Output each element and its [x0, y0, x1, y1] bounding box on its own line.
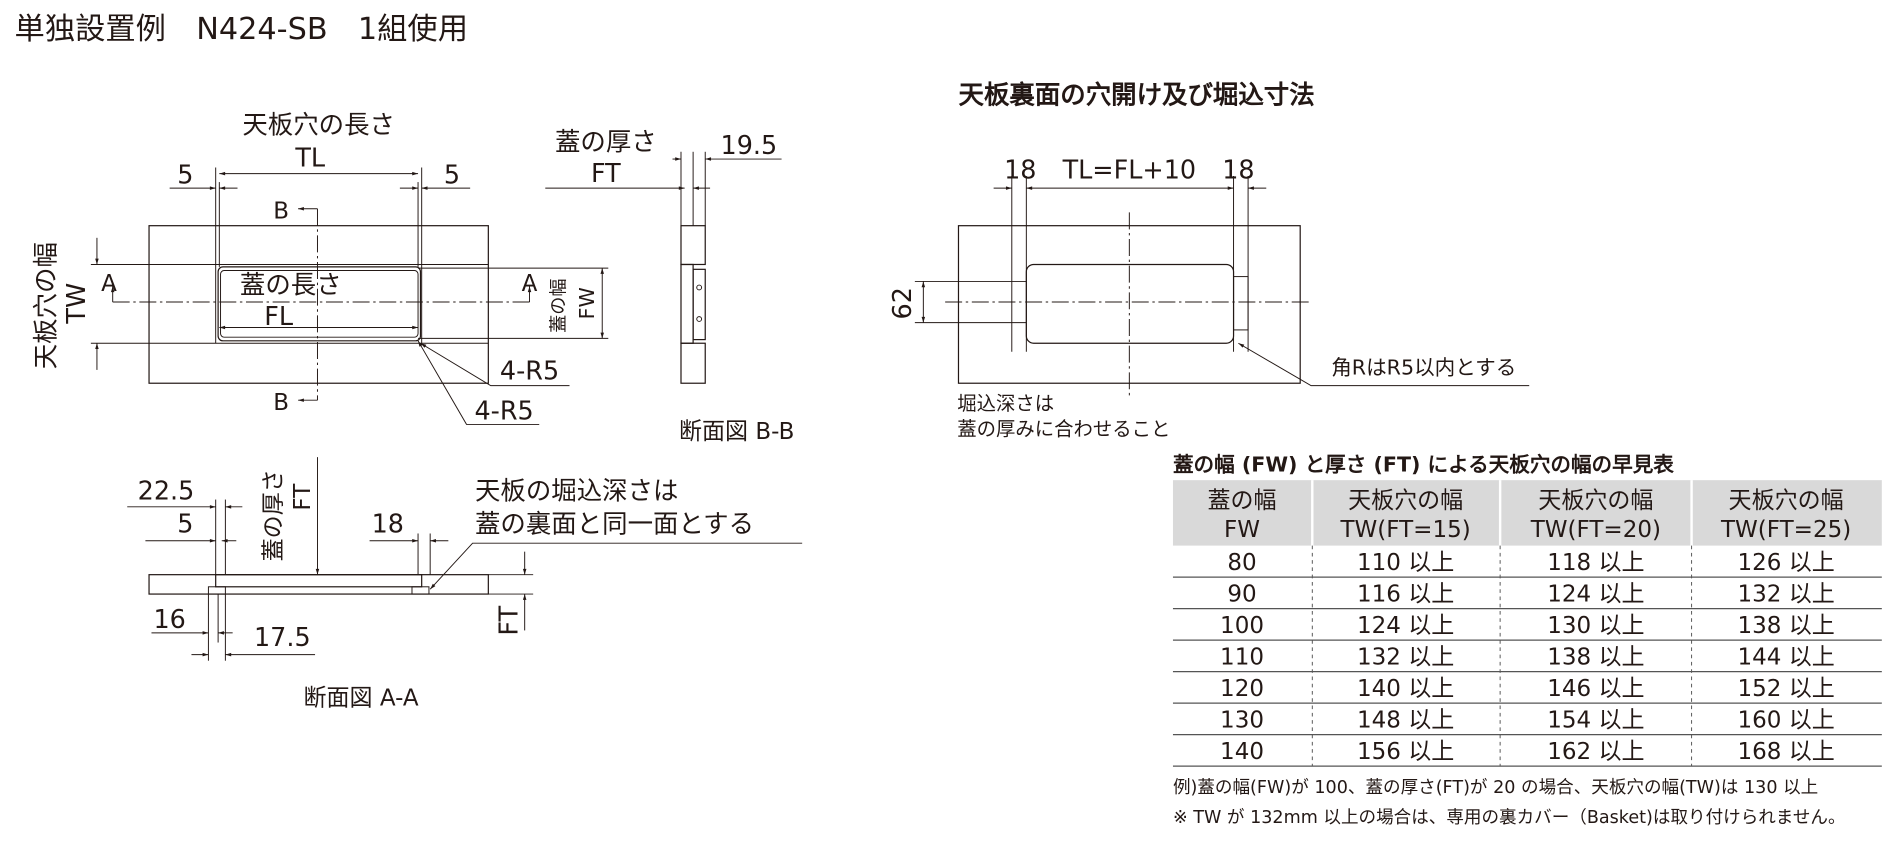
- table-row: 80 110 以上 118 以上 126 以上: [1172, 550, 1882, 578]
- table-header-cell: FW: [1224, 517, 1260, 543]
- corner-radius-2: 4-R5: [474, 396, 533, 426]
- ft-vertical: FT: [290, 483, 316, 511]
- table-cell: 132 以上: [1357, 644, 1454, 670]
- table-cell: 126 以上: [1737, 550, 1834, 576]
- depth-note-line2: 蓋の裏面と同一面とする: [475, 508, 754, 538]
- table-cell: 116 以上: [1357, 581, 1454, 607]
- table-cell: 130 以上: [1547, 613, 1644, 639]
- section-a-left: A: [101, 271, 117, 297]
- table-row: 90 116 以上 124 以上 132 以上: [1172, 581, 1882, 610]
- hole-width-label: 天板穴の幅: [31, 242, 61, 369]
- dim-18: 18: [372, 508, 404, 538]
- table-cell: 118 以上: [1547, 550, 1644, 576]
- table-cell: 138 以上: [1547, 644, 1644, 670]
- table-cell: 140: [1220, 739, 1264, 765]
- fl-label: FL: [264, 301, 294, 331]
- corner-radius-1: 4-R5: [500, 356, 559, 386]
- table-header-cell: TW(FT=20): [1530, 517, 1661, 543]
- table-cell: 160 以上: [1737, 707, 1834, 733]
- dim-right-18: 18: [1222, 154, 1254, 184]
- table-cell: 132 以上: [1737, 581, 1834, 607]
- table-cell: 130: [1220, 707, 1264, 733]
- table-cell: 148 以上: [1357, 707, 1454, 733]
- hole-length-label: 天板穴の長さ: [242, 110, 395, 140]
- table-row: 110 132 以上 138 以上 144 以上: [1172, 644, 1882, 673]
- table-cell: 156 以上: [1357, 739, 1454, 765]
- table-cell: 124 以上: [1547, 581, 1644, 607]
- depth-note-2: 蓋の厚みに合わせること: [957, 417, 1170, 440]
- table-note-example: 例)蓋の幅(FW)が 100、蓋の厚さ(FT)が 20 の場合、天板穴の幅(TW…: [1173, 778, 1818, 798]
- ft-label: FT: [591, 158, 621, 188]
- table-cell: 138 以上: [1737, 613, 1834, 639]
- lid-outline: [217, 266, 422, 342]
- table-cell: 154 以上: [1547, 707, 1644, 733]
- plan-view: 天板穴の長さ TL 5 5 B B 天板穴の幅 TW A A 蓋の長さ: [31, 110, 609, 426]
- section-aa-caption: 断面図 A-A: [304, 686, 419, 712]
- table-header-bg: [1172, 480, 1882, 546]
- dim-19-5: 19.5: [721, 130, 778, 160]
- dim-17-5: 17.5: [254, 622, 311, 652]
- section-aa: 22.5 5 蓋の厚さ FT 18 天板の堀込深さは 蓋の裏面と同一面とする 1…: [127, 457, 803, 712]
- section-bb: 蓋の厚さ FT 19.5 断面図 B-B: [545, 127, 794, 445]
- depth-note-1: 堀込深さは: [957, 392, 1054, 415]
- ft-side: FT: [493, 605, 523, 635]
- section-a-right: A: [522, 271, 538, 297]
- table-header-cell: 天板穴の幅: [1538, 488, 1653, 514]
- section-b-top: B: [273, 198, 289, 224]
- dim-left-18: 18: [1004, 154, 1036, 184]
- depth-note-line1: 天板の堀込深さは: [475, 476, 679, 506]
- table-cell: 146 以上: [1547, 676, 1644, 702]
- tl-label: TL: [294, 142, 326, 172]
- table-header-cell: TW(FT=25): [1720, 517, 1851, 543]
- lid-thickness-label: 蓋の厚さ: [555, 127, 657, 157]
- tl-formula: TL=FL+10: [1062, 154, 1197, 184]
- table-cell: 110 以上: [1357, 550, 1454, 576]
- table-header-cell: 天板穴の幅: [1348, 488, 1463, 514]
- table-cell: 162 以上: [1547, 739, 1644, 765]
- table-header-cell: 天板穴の幅: [1729, 488, 1844, 514]
- dim-16: 16: [153, 604, 185, 634]
- tw-label: TW: [61, 283, 91, 325]
- lookup-table: 蓋の幅 (FW) と厚さ (FT) による天板穴の幅の早見表 蓋の幅 FW 天板穴の…: [1172, 453, 1882, 828]
- section-b-bottom: B: [273, 390, 289, 416]
- table-header-cell: TW(FT=15): [1339, 517, 1470, 543]
- margin-left-label: 5: [177, 159, 193, 189]
- table-cell: 100: [1220, 613, 1264, 639]
- lid-thickness-vertical: 蓋の厚さ: [261, 469, 287, 561]
- table-row: 100 124 以上 130 以上 138 以上: [1172, 613, 1882, 641]
- table-cell: 90: [1227, 581, 1256, 607]
- back-view-title: 天板裏面の穴開け及び堀込寸法: [959, 79, 1315, 109]
- table-row: 130 148 以上 154 以上 160 以上: [1172, 707, 1882, 736]
- table-note-warning: ※ TW が 132mm 以上の場合は、専用の裏カバー（Basket)は取り付け…: [1173, 807, 1846, 828]
- dim-22-5: 22.5: [138, 476, 195, 506]
- lid-width-label: 蓋の幅: [549, 278, 570, 332]
- page-title: 単独設置例 N424-SB 1組使用: [15, 12, 468, 47]
- table-row: 140 156 以上 162 以上 168 以上: [1172, 739, 1882, 767]
- table-cell: 168 以上: [1737, 739, 1834, 765]
- lid-length-label: 蓋の長さ: [240, 270, 342, 300]
- corner-note: 角RはR5以内とする: [1331, 356, 1516, 380]
- dim-62: 62: [887, 287, 917, 319]
- table-cell: 124 以上: [1357, 613, 1454, 639]
- table-row: 120 140 以上 146 以上 152 以上: [1172, 676, 1882, 704]
- table-cell: 80: [1227, 550, 1256, 576]
- table-cell: 152 以上: [1737, 676, 1834, 702]
- back-view: 天板裏面の穴開け及び堀込寸法 18 TL=FL+10 18 62 角RはR5以内…: [887, 79, 1530, 440]
- table-header-cell: 蓋の幅: [1207, 488, 1276, 514]
- table-cell: 120: [1220, 676, 1264, 702]
- section-bb-caption: 断面図 B-B: [679, 419, 794, 445]
- fw-label: FW: [575, 287, 599, 319]
- table-cell: 140 以上: [1357, 676, 1454, 702]
- dim-5: 5: [177, 508, 193, 538]
- table-cell: 110: [1220, 644, 1264, 670]
- table-title: 蓋の幅 (FW) と厚さ (FT) による天板穴の幅の早見表: [1173, 453, 1674, 477]
- tabletop-outline: [148, 225, 489, 384]
- margin-right-label: 5: [444, 159, 460, 189]
- table-cell: 144 以上: [1737, 644, 1834, 670]
